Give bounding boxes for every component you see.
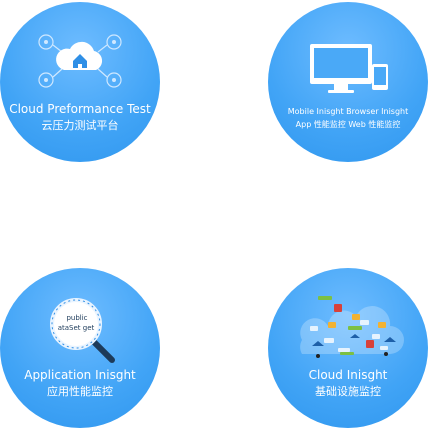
tile-cloud-insight[interactable]: Cloud Inisght 基础设施监控 [268,268,428,428]
magnifier-text-1: public [66,314,88,322]
magnifier-icon: public ataSet get [0,290,160,363]
magnifier-text-2: ataSet get [57,324,95,332]
tile-application-insight[interactable]: public ataSet get Application Inisght 应用… [0,268,160,428]
tile-title: Cloud Inisght [308,368,388,382]
tile-title: Mobile Inisght Browser Inisght [287,107,409,116]
tile-title: Cloud Preformance Test [9,102,151,116]
tile-subtitle: 基础设施监控 [315,385,381,398]
cloud-house-icon [0,24,160,88]
tile-mobile-browser-insight[interactable]: Mobile Inisght Browser Inisght App 性能监控 … [268,2,428,162]
tile-title: Application Inisght [24,368,136,382]
tile-subtitle: 应用性能监控 [47,385,113,398]
infrastructure-cloud-icon [268,290,428,358]
tile-subtitle: App 性能监控 Web 性能监控 [295,120,401,129]
tile-subtitle: 云压力测试平台 [41,119,119,132]
tile-cloud-performance-test[interactable]: Cloud Preformance Test 云压力测试平台 [0,2,160,162]
devices-icon [268,24,428,93]
